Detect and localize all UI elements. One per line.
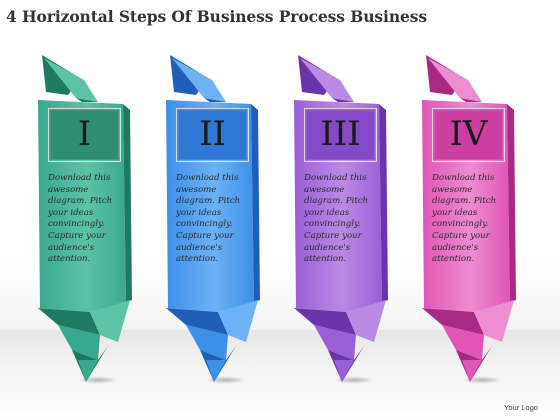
banner-edge [379, 104, 388, 302]
numeral-panel-fill [304, 108, 375, 160]
fold-bottom-mid [314, 325, 356, 360]
fold-bottom-point [462, 360, 482, 382]
fold-bottom-point [206, 360, 226, 382]
numeral-panel-fill [432, 108, 503, 160]
banner-edge [507, 104, 516, 302]
step-numeral: II [199, 114, 226, 154]
banner-edge [251, 104, 260, 302]
step-shadow [334, 376, 374, 384]
logo-text: Your Logo [504, 403, 538, 412]
numeral-panel-fill [48, 108, 119, 160]
origami-banner [38, 55, 132, 382]
numeral-panel-border [432, 108, 505, 162]
step-3: III Download this awesome diagram. Pitch … [294, 50, 414, 395]
fold-top-tip [332, 98, 354, 102]
step-description: Download this awesome diagram. Pitch you… [304, 173, 369, 265]
step-2: II Download this awesome diagram. Pitch y… [166, 50, 286, 395]
fold-bottom-point [334, 360, 354, 382]
step-4: IV Download this awesome diagram. Pitch y… [422, 50, 542, 395]
fold-top-front [44, 58, 98, 102]
fold-top-front [172, 58, 226, 102]
step-numeral: IV [449, 114, 488, 154]
step-numeral: I [77, 114, 92, 154]
step-description: Download this awesome diagram. Pitch you… [176, 173, 241, 265]
step-1: I Download this awesome diagram. Pitch yo… [38, 50, 158, 395]
step-description: Download this awesome diagram. Pitch you… [48, 173, 113, 265]
page-title: 4 Horizontal Steps Of Business Process B… [6, 7, 427, 26]
step-shadow [462, 376, 502, 384]
fold-bottom-mid [186, 325, 228, 360]
fold-top-front [300, 58, 354, 102]
origami-banner [166, 55, 260, 382]
fold-bottom-left [294, 308, 356, 335]
numeral-panel-border [176, 108, 249, 162]
fold-top-tip [460, 98, 482, 102]
fold-bottom-mid [442, 325, 484, 360]
fold-bottom-point [78, 360, 98, 382]
step-shadow [206, 376, 246, 384]
numeral-panel-border [304, 108, 377, 162]
numeral-panel-fill [176, 108, 247, 160]
step-description: Download this awesome diagram. Pitch you… [432, 173, 497, 265]
fold-top-tip [204, 98, 226, 102]
fold-bottom-left [166, 308, 228, 335]
fold-bottom-right [346, 300, 386, 342]
fold-top-front [428, 58, 482, 102]
origami-banner [294, 55, 388, 382]
banner-edge [123, 104, 132, 302]
fold-bottom-mid [58, 325, 100, 360]
fold-bottom-left [422, 308, 484, 335]
step-shadow [78, 376, 118, 384]
fold-bottom-right [474, 300, 514, 342]
origami-banner [422, 55, 516, 382]
numeral-panel-border [48, 108, 121, 162]
fold-top-tip [76, 98, 98, 102]
step-numeral: III [320, 114, 361, 154]
fold-bottom-right [218, 300, 258, 342]
fold-bottom-right [90, 300, 130, 342]
fold-bottom-left [38, 308, 100, 335]
